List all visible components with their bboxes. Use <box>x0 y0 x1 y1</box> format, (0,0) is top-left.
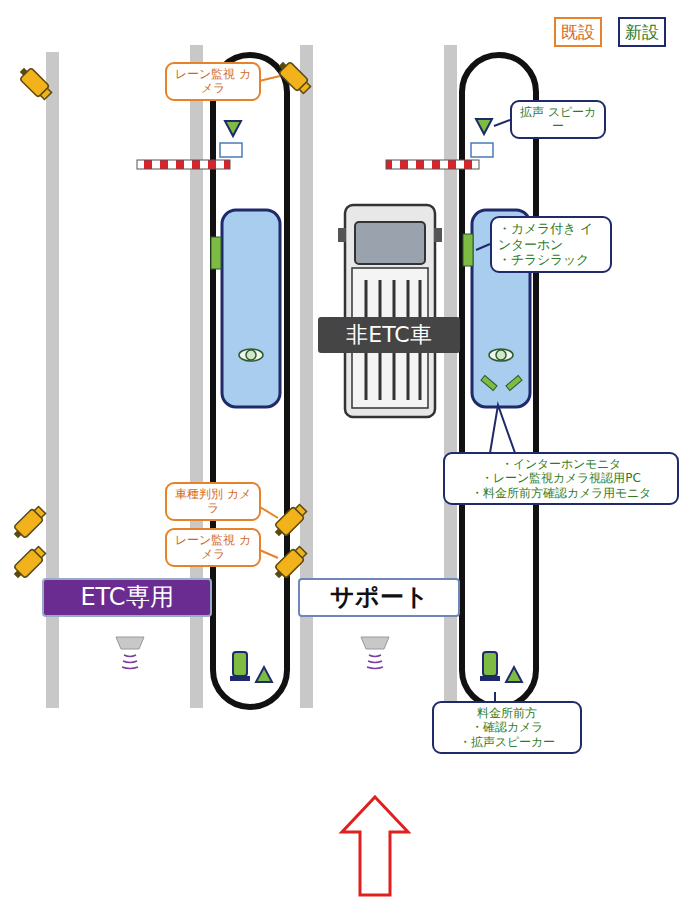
node-text: レーン監視 カメラ <box>171 67 255 96</box>
legend-swatch: 既設 <box>554 17 602 47</box>
monitor-callout: ・インターホンモニタ・レーン監視カメラ視認用PC・料金所前方確認カメラ用モニタ <box>443 452 679 505</box>
front-camera <box>480 652 500 681</box>
node-text: レーン監視 カメラ <box>171 533 255 562</box>
front-callout: 料金所前方・確認カメラ・拡声スピーカー <box>432 701 582 754</box>
lane-label: サポート <box>298 578 460 617</box>
node-text: 非ETC車 <box>322 322 456 348</box>
sensor-icon <box>116 637 144 669</box>
direction-arrow <box>342 797 408 895</box>
node-text: 拡声 スピーカー <box>518 105 598 134</box>
legend-text: 既設 <box>561 22 595 42</box>
camera-icon <box>10 544 47 581</box>
camera-callout: レーン監視 カメラ <box>165 62 261 101</box>
legend-text: 新設 <box>625 22 659 42</box>
leader-line <box>255 76 515 701</box>
node-text: ・料金所前方確認カメラ用モニタ <box>451 486 671 500</box>
node-text: ・拡声スピーカー <box>440 735 574 749</box>
speaker-icon <box>225 121 241 136</box>
node-text: 料金所前方 <box>440 706 574 720</box>
node-text: サポート <box>304 583 454 612</box>
gate-unit <box>471 143 493 157</box>
attendant-icon <box>239 349 263 361</box>
lane-line <box>46 45 457 708</box>
node-text: ・確認カメラ <box>440 720 574 734</box>
vehicle-label: 非ETC車 <box>318 317 460 353</box>
speaker-icon <box>506 667 522 682</box>
node-text: ・カメラ付き インターホン <box>498 221 604 252</box>
node-text: ・インターホンモニタ <box>451 457 671 471</box>
sensor-icon <box>361 637 389 669</box>
camera-icon <box>271 502 308 539</box>
node-text: 車種判別 カメラ <box>171 487 255 516</box>
legend-swatch: 新設 <box>618 17 666 47</box>
intercom-callout: ・カメラ付き インターホン・チラシラック <box>490 216 612 273</box>
node-text: ・チラシラック <box>498 252 604 268</box>
intercom <box>463 234 473 266</box>
island-outline <box>462 55 536 707</box>
gate-bar <box>137 160 230 169</box>
speaker-icon <box>476 119 492 134</box>
camera-icon <box>275 58 312 95</box>
camera-callout: 車種判別 カメラ <box>165 482 261 521</box>
truck <box>338 205 442 417</box>
gate-bar <box>386 160 479 169</box>
monitor <box>481 376 522 391</box>
camera-callout: レーン監視 カメラ <box>165 528 261 567</box>
node-text: ・レーン監視カメラ視認用PC <box>451 471 671 485</box>
speaker-icon <box>256 667 272 682</box>
node-text: ETC専用 <box>48 583 206 612</box>
intercom <box>211 237 221 269</box>
camera-icon <box>10 504 47 541</box>
gate-unit <box>220 143 242 157</box>
front-camera <box>230 652 250 681</box>
speaker-callout: 拡声 スピーカー <box>510 100 606 139</box>
toll-booth <box>222 210 280 407</box>
lane-label: ETC専用 <box>42 578 212 617</box>
camera-icon <box>271 544 308 581</box>
island-outline <box>213 55 287 707</box>
attendant-icon <box>489 349 513 361</box>
camera-icon <box>16 64 53 101</box>
